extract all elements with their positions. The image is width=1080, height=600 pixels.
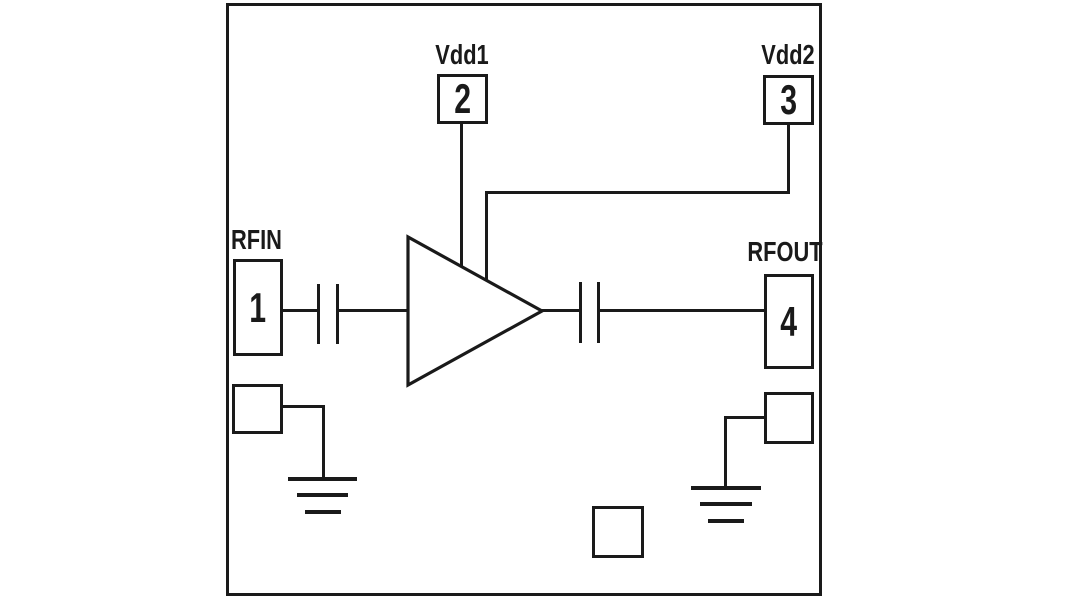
pad-rfin-pin-number: 1 — [249, 283, 267, 331]
ground-icon — [288, 477, 357, 481]
pad-rfin-label: RFIN — [231, 224, 282, 255]
wire-ground-left-vertical — [322, 405, 325, 480]
ground-icon — [297, 493, 348, 497]
pad-ground-right — [764, 392, 814, 444]
capacitor-icon — [336, 284, 339, 344]
wire-amplifier-to-output-capacitor — [540, 309, 580, 312]
wire-ground-right-horizontal — [724, 416, 766, 419]
pad-rfout-pin-number: 4 — [780, 297, 798, 345]
wire-vdd2-vertical-lower — [485, 191, 488, 283]
pad-ground-left — [232, 384, 283, 434]
capacitor-icon — [317, 284, 320, 344]
pad-vdd2: 3 — [763, 75, 814, 125]
pad-vdd1-label: Vdd1 — [435, 39, 489, 70]
wire-rfin-to-input-capacitor — [280, 309, 318, 312]
ground-icon — [708, 519, 744, 523]
pad-vdd2-label: Vdd2 — [761, 39, 815, 70]
wire-vdd2-vertical-upper — [787, 124, 790, 194]
wire-input-capacitor-to-amplifier — [338, 309, 410, 312]
amplifier-triangle-icon — [406, 234, 546, 388]
ground-icon — [691, 486, 761, 490]
ground-icon — [305, 510, 341, 514]
wire-ground-right-vertical — [724, 416, 727, 489]
capacitor-icon — [579, 282, 582, 343]
wire-vdd2-horizontal — [485, 191, 790, 194]
wire-output-capacitor-to-rfout — [600, 309, 766, 312]
pad-rfin: 1 — [233, 259, 283, 356]
pad-rfout-label: RFOUT — [747, 236, 823, 267]
pad-vdd1: 2 — [437, 74, 488, 124]
wire-ground-left-horizontal — [280, 405, 325, 408]
pad-vdd1-pin-number: 2 — [454, 75, 471, 122]
pad-spare — [592, 506, 644, 558]
capacitor-icon — [597, 282, 600, 343]
pad-vdd2-pin-number: 3 — [780, 76, 797, 123]
pad-rfout: 4 — [764, 274, 814, 369]
wire-vdd1-to-amplifier — [460, 123, 463, 268]
ground-icon — [700, 502, 752, 506]
